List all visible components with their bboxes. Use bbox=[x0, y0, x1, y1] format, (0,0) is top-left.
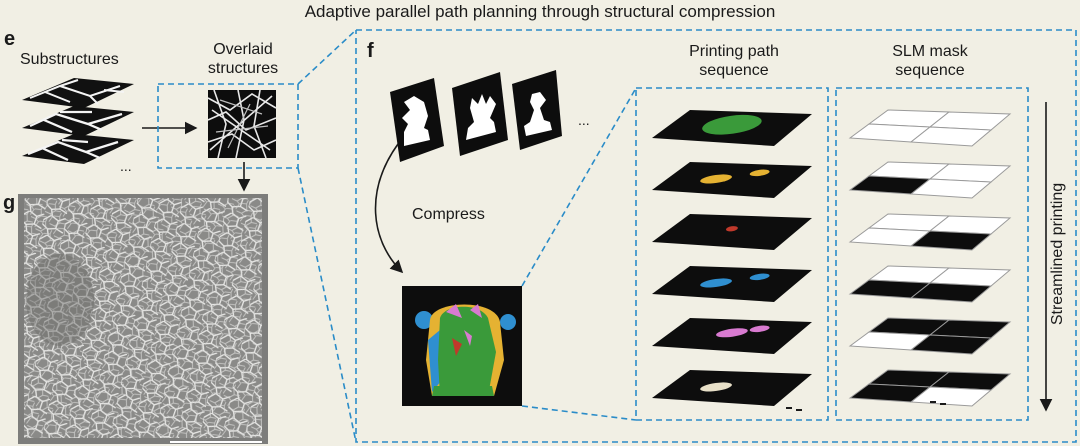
pawn-silhouette bbox=[512, 70, 562, 150]
panel-f-dashed-frame bbox=[355, 29, 1077, 443]
slm-mask-layers bbox=[848, 109, 1012, 407]
path-layer-plate bbox=[652, 214, 812, 250]
shapes-ellipsis: ... bbox=[578, 112, 590, 128]
path-layer-region bbox=[700, 382, 732, 392]
path-layer-region bbox=[725, 226, 738, 232]
substructure-layer-1 bbox=[22, 78, 134, 108]
panel-f-letter: f bbox=[367, 40, 374, 62]
path-trailing-dashes bbox=[786, 407, 802, 411]
path-layer-region bbox=[749, 169, 770, 177]
path-projection-bottom bbox=[521, 405, 637, 421]
printing-path-header: Printing path sequence bbox=[689, 43, 779, 79]
slm-mask-quadrant bbox=[909, 334, 993, 355]
panel-e-letter: e bbox=[4, 28, 16, 50]
knight-silhouette bbox=[390, 78, 444, 162]
slm-mask-quadrant bbox=[909, 126, 993, 147]
projection-line-top bbox=[297, 29, 357, 85]
substructures-label: Substructures bbox=[20, 51, 119, 68]
path-layer-plate bbox=[652, 162, 812, 198]
path-layer-region bbox=[749, 325, 770, 333]
queen-silhouette bbox=[452, 72, 508, 156]
overlaid-structures-label: Overlaid structures bbox=[207, 41, 279, 77]
substructure-layer-2 bbox=[22, 106, 134, 136]
path-layer-region bbox=[749, 273, 770, 281]
slm-mask-quadrant bbox=[909, 282, 993, 303]
slm-trailing-dashes bbox=[930, 401, 946, 405]
printing-path-box bbox=[635, 87, 829, 421]
path-projection-top bbox=[521, 87, 637, 287]
path-layer-plate bbox=[652, 266, 812, 302]
slm-mask-header: SLM mask sequence bbox=[892, 43, 968, 79]
micrograph-image bbox=[18, 194, 268, 444]
path-layer-region bbox=[716, 328, 748, 338]
compressed-image bbox=[402, 286, 522, 406]
overlaid-structure-image bbox=[207, 89, 277, 159]
path-layer-region bbox=[700, 278, 732, 288]
slm-mask-quadrant bbox=[909, 178, 993, 199]
slm-mask-box bbox=[835, 87, 1029, 421]
printing-path-layers bbox=[652, 110, 812, 406]
slm-mask-quadrant bbox=[909, 230, 993, 251]
overlaid-dashed-box bbox=[157, 83, 299, 169]
substructure-layer-3 bbox=[22, 134, 134, 164]
figure-title: Adaptive parallel path planning through … bbox=[304, 2, 776, 21]
path-layer-region bbox=[702, 114, 762, 135]
path-layer-region bbox=[700, 174, 732, 184]
panel-g-letter: g bbox=[3, 192, 16, 214]
compress-label: Compress bbox=[412, 206, 485, 223]
substructures-ellipsis: ... bbox=[120, 158, 132, 174]
path-layer-plate bbox=[652, 370, 812, 406]
compress-arrow bbox=[374, 143, 404, 274]
projection-line-bottom bbox=[297, 167, 357, 443]
